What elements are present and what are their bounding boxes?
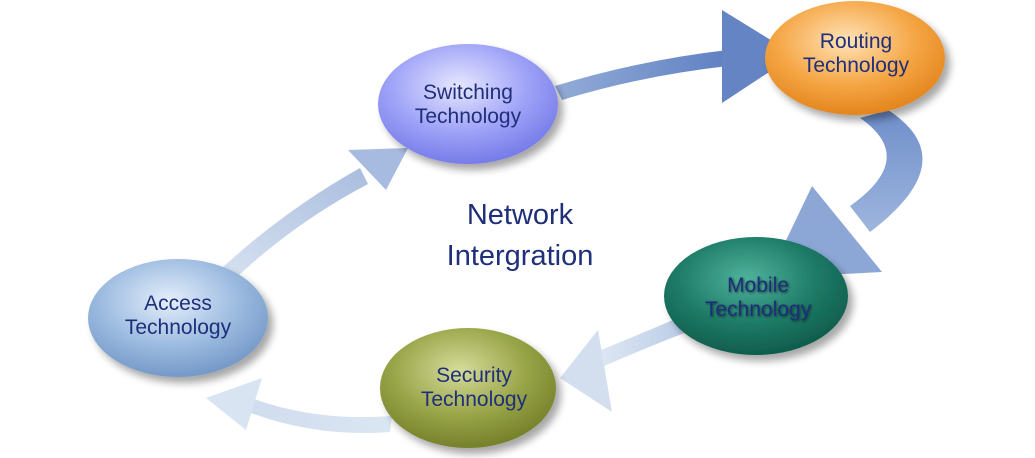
arrow-mobile-to-security [560,316,692,412]
security-label-line1: Security [436,364,512,387]
security-label-line2: Technology [421,388,528,411]
node-mobile [664,237,848,355]
access-label-line1: Access [144,292,212,315]
routing-label-line1: Routing [820,30,892,53]
mobile-label-line2: Technology [705,298,812,321]
switching-label-line2: Technology [415,105,522,128]
node-security [380,328,556,448]
arrow-switching-to-routing [555,10,795,103]
routing-label-line2: Technology [803,54,910,77]
center-title-line1: Network [467,199,574,231]
mobile-label-line1: Mobile [727,274,789,297]
center-title-line2: Intergration [447,240,594,272]
access-label-line2: Technology [125,316,232,339]
switching-label-line1: Switching [423,81,513,104]
node-switching [378,44,558,164]
arrow-access-to-switching [222,148,408,276]
node-routing [765,1,945,115]
arrow-security-to-access [206,378,392,433]
node-access [88,259,268,377]
